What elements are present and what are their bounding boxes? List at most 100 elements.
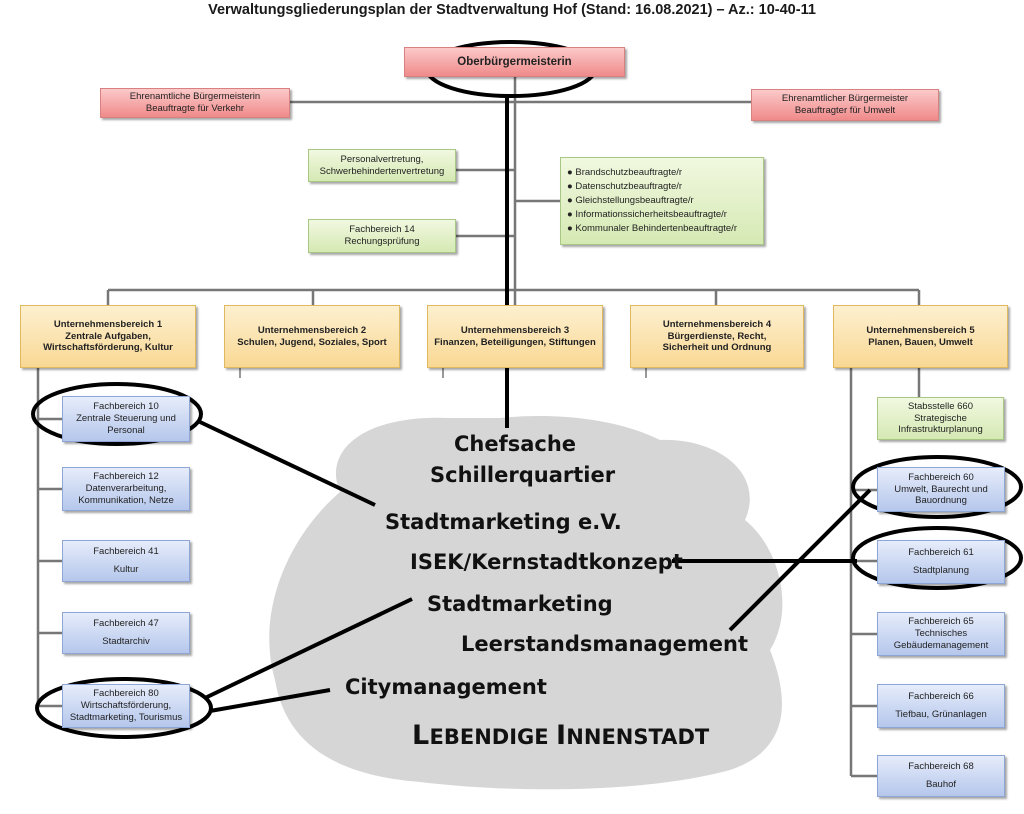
- division-line3: Wirtschaftsförderung, Kultur: [43, 342, 173, 354]
- dept-line2: Technisches: [914, 628, 968, 640]
- dept-fb68: Fachbereich 68 Bauhof: [877, 755, 1005, 797]
- staff-personnel-box: Personalvertretung, Schwerbehindertenver…: [308, 149, 456, 182]
- officer-item: ● Informationssicherheitsbeauftragte/r: [567, 208, 727, 220]
- cloud-stadtmarketing: Stadtmarketing: [427, 592, 613, 616]
- dept-title: Fachbereich 41: [93, 546, 159, 558]
- division-4: Unternehmensbereich 4 Bürgerdienste, Rec…: [630, 305, 804, 368]
- staff-unit-line3: Infrastrukturplanung: [898, 424, 983, 436]
- division-line2: Bürgerdienste, Recht,: [667, 330, 767, 342]
- diagram-title: Verwaltungsgliederungsplan der Stadtverw…: [208, 2, 816, 18]
- dept-title: Fachbereich 80: [93, 688, 159, 700]
- dept-fb66: Fachbereich 66 Tiefbau, Grünanlagen: [877, 684, 1005, 728]
- cloud-isek: ISEK/Kernstadtkonzept: [410, 550, 683, 574]
- officers-box: ● Brandschutzbeauftragte/r ● Datenschutz…: [560, 157, 764, 245]
- mayor-box: Oberbürgermeisterin: [404, 47, 625, 77]
- citymanagement-link-line: [209, 688, 331, 713]
- dept-line2: Umwelt, Baurecht und: [894, 483, 988, 495]
- fb10-link-line: [199, 420, 376, 507]
- division-line2: Schulen, Jugend, Soziales, Sport: [237, 336, 387, 348]
- dept-line3: Kommunikation, Netze: [78, 494, 174, 506]
- cloud-shape: [269, 416, 783, 790]
- cloud-chefsache: Chefsache: [454, 432, 577, 456]
- dept-fb47: Fachbereich 47 Stadtarchiv: [62, 612, 190, 654]
- dept-fb41: Fachbereich 41 Kultur: [62, 540, 190, 582]
- division-line2: Planen, Bauen, Umwelt: [868, 336, 973, 348]
- staff-unit-660: Stabsstelle 660 Strategische Infrastrukt…: [877, 397, 1004, 440]
- dept-line2: Stadtarchiv: [102, 636, 150, 647]
- cloud-heading: LEBENDIGE INNENSTADT: [412, 720, 709, 751]
- division-title: Unternehmensbereich 1: [53, 318, 163, 330]
- heading-part2: NNENSTADT: [566, 725, 710, 749]
- officer-item: ● Kommunaler Behindertenbeauftragte/r: [567, 222, 737, 234]
- dept-line2: Stadtplanung: [913, 565, 969, 576]
- cloud-citymanagement: Citymanagement: [345, 675, 547, 699]
- dept-line2: Zentrale Steuerung und: [76, 413, 176, 425]
- division-line2: Zentrale Aufgaben,: [65, 330, 151, 342]
- dept-fb10: Fachbereich 10 Zentrale Steuerung und Pe…: [62, 396, 190, 442]
- division-title: Unternehmensbereich 3: [460, 324, 570, 336]
- stadtmarketing-link-line: [204, 597, 413, 700]
- dept-line3: Bauordnung: [915, 495, 967, 507]
- division-title: Unternehmensbereich 4: [662, 318, 772, 330]
- dept-line2: Kultur: [113, 564, 139, 575]
- dept-line3: Personal: [107, 424, 145, 436]
- ellipse-fb61: [851, 526, 1023, 590]
- dept-fb80: Fachbereich 80 Wirtschaftsförderung, Sta…: [62, 684, 190, 728]
- staff-personnel-line1: Personalvertretung,: [340, 153, 424, 165]
- deputy-left-box: Ehrenamtliche Bürgermeisterin Beauftragt…: [100, 88, 290, 118]
- deputy-right-line1: Ehrenamtlicher Bürgermeister: [781, 93, 909, 105]
- deputy-right-line2: Beauftragter für Umwelt: [794, 105, 896, 116]
- dept-fb61: Fachbereich 61 Stadtplanung: [877, 540, 1005, 584]
- deputy-left-line2: Beauftragte für Verkehr: [145, 103, 245, 114]
- deputy-right-box: Ehrenamtlicher Bürgermeister Beauftragte…: [751, 89, 939, 121]
- staff-unit-title: Stabsstelle 660: [908, 400, 973, 412]
- dept-title: Fachbereich 60: [908, 471, 974, 483]
- dept-fb60: Fachbereich 60 Umwelt, Baurecht und Bauo…: [877, 467, 1005, 512]
- dept-fb65: Fachbereich 65 Technisches Gebäudemanage…: [877, 612, 1005, 656]
- officer-item: ● Brandschutzbeauftragte/r: [567, 167, 683, 179]
- cloud-leerstandsmanagement: Leerstandsmanagement: [461, 632, 748, 656]
- officer-item: ● Datenschutzbeauftragte/r: [567, 181, 683, 193]
- division-line2: Finanzen, Beteiligungen, Stiftungen: [434, 336, 596, 348]
- division-3: Unternehmensbereich 3 Finanzen, Beteilig…: [427, 305, 603, 368]
- staff-personnel-line2: Schwerbehindertenvertretung: [319, 165, 445, 177]
- dept-line2: Bauhof: [925, 779, 957, 790]
- dept-line3: Gebäudemanagement: [893, 639, 989, 651]
- division-title: Unternehmensbereich 5: [866, 324, 975, 336]
- dept-title: Fachbereich 66: [908, 691, 974, 703]
- dept-title: Fachbereich 47: [93, 618, 159, 630]
- heading-cap-i: I: [555, 720, 567, 751]
- dept-line2: Tiefbau, Grünanlagen: [895, 709, 987, 720]
- dept-title: Fachbereich 10: [93, 401, 159, 413]
- ellipse-fb60: [851, 455, 1023, 519]
- staff-audit-line2: Rechungsprüfung: [344, 236, 420, 247]
- fb60-link-line: [728, 488, 872, 632]
- heading-part1: EBENDIGE: [429, 725, 556, 749]
- division-line3: Sicherheit und Ordnung: [662, 342, 772, 354]
- deputy-left-line1: Ehrenamtliche Bürgermeisterin: [129, 91, 261, 103]
- division-title: Unternehmensbereich 2: [257, 324, 367, 336]
- dept-title: Fachbereich 65: [908, 616, 974, 628]
- dept-line2: Datenverarbeitung,: [85, 483, 167, 495]
- ellipse-fb80: [35, 677, 213, 739]
- annotation-lines: [199, 95, 872, 713]
- dept-line2: Wirtschaftsförderung,: [80, 700, 172, 712]
- officer-item: ● Gleichstellungsbeauftragte/r: [567, 195, 694, 207]
- dept-title: Fachbereich 61: [908, 547, 974, 559]
- division-2: Unternehmensbereich 2 Schulen, Jugend, S…: [224, 305, 400, 368]
- ellipse-fb10: [31, 382, 203, 446]
- dept-title: Fachbereich 68: [908, 761, 974, 773]
- staff-audit-box: Fachbereich 14 Rechungsprüfung: [308, 219, 456, 253]
- cloud-stadtmarketing-ev: Stadtmarketing e.V.: [385, 510, 622, 534]
- division-5: Unternehmensbereich 5 Planen, Bauen, Umw…: [833, 305, 1008, 368]
- heading-cap-l: L: [412, 720, 430, 751]
- dept-line3: Stadtmarketing, Tourismus: [69, 711, 183, 723]
- staff-unit-line2: Strategische: [914, 412, 967, 424]
- mayor-label: Oberbürgermeisterin: [457, 55, 572, 68]
- dept-title: Fachbereich 12: [93, 471, 159, 483]
- division-1: Unternehmensbereich 1 Zentrale Aufgaben,…: [20, 305, 196, 368]
- dept-fb12: Fachbereich 12 Datenverarbeitung, Kommun…: [62, 467, 190, 511]
- staff-audit-line1: Fachbereich 14: [349, 224, 415, 236]
- cloud-schillerquartier: Schillerquartier: [430, 463, 616, 487]
